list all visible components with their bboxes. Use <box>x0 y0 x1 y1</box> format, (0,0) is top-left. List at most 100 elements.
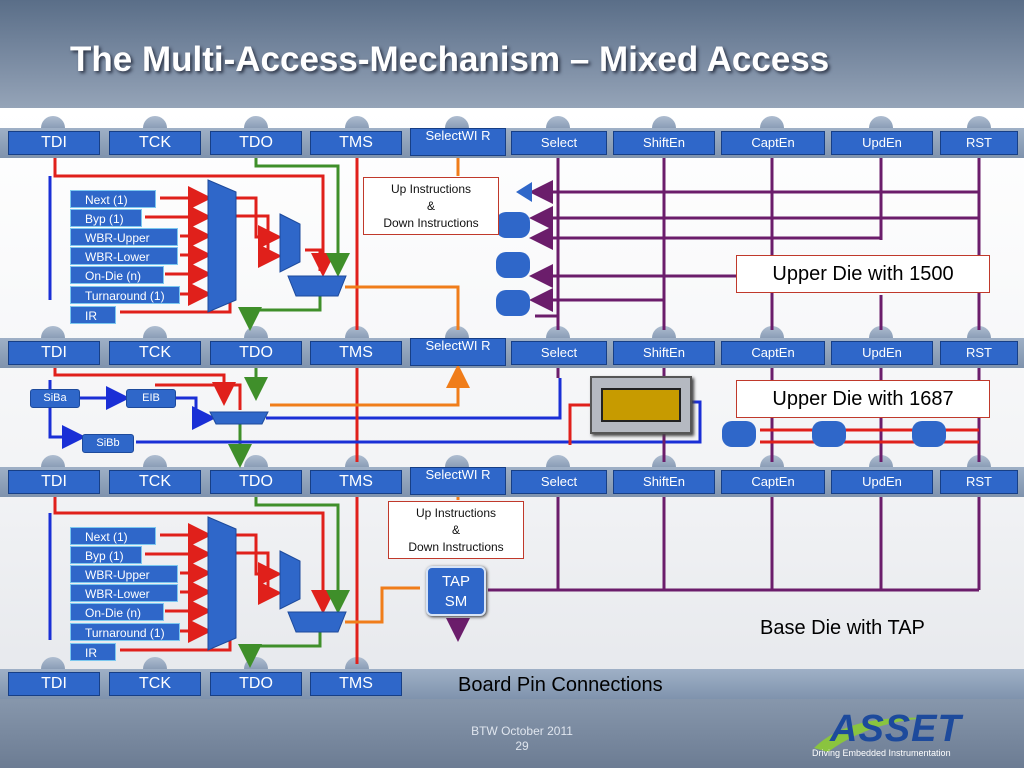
pin-bump <box>143 326 167 338</box>
label-base-die: Base Die with TAP <box>760 617 925 639</box>
register-wbr-upper: WBR-Upper <box>70 565 178 583</box>
register-on-die: On-Die (n) <box>70 603 164 621</box>
pin-bump <box>345 326 369 338</box>
register-next: Next (1) <box>70 527 156 545</box>
signal-rst: RST <box>940 131 1018 155</box>
signal-capten: CaptEn <box>721 341 825 365</box>
asset-logo-icon <box>814 717 928 752</box>
signal-select: Select <box>511 131 607 155</box>
title-band <box>0 0 1024 108</box>
register-ir: IR <box>70 643 116 661</box>
pin-bump <box>445 116 469 128</box>
siba-block: SiBa <box>30 389 80 408</box>
signal-tdi: TDI <box>8 672 100 696</box>
pin-bump <box>143 657 167 669</box>
instructions-note-base: Up Instructions & Down Instructions <box>388 501 524 559</box>
signal-tck: TCK <box>109 672 201 696</box>
register-turnaround: Turnaround (1) <box>70 623 180 641</box>
tap-state-machine: TAP SM <box>426 566 486 616</box>
register-on-die: On-Die (n) <box>70 266 164 284</box>
up-instructions-text: Up Instructions <box>415 506 497 520</box>
register-turnaround: Turnaround (1) <box>70 286 180 304</box>
asset-logo-text: ASSET <box>830 708 962 750</box>
pin-bump <box>41 326 65 338</box>
signal-select: Select <box>511 470 607 494</box>
register-next: Next (1) <box>70 190 156 208</box>
register-byp: Byp (1) <box>70 546 142 564</box>
signal-tdo: TDO <box>210 672 302 696</box>
register-wbr-upper: WBR-Upper <box>70 228 178 246</box>
signal-selectwir: SelectWI R <box>410 338 506 366</box>
signal-capten: CaptEn <box>721 470 825 494</box>
instructions-note-upper: Up Instructions & Down Instructions <box>363 177 499 235</box>
pin-bump <box>244 116 268 128</box>
footer-info: BTW October 2011 29 <box>440 724 604 754</box>
page-number: 29 <box>515 739 529 753</box>
register-wbr-lower: WBR-Lower <box>70 247 178 265</box>
signal-tms: TMS <box>310 131 402 155</box>
instrument-core <box>601 388 681 422</box>
signal-tdo: TDO <box>210 131 302 155</box>
pin-bump <box>345 116 369 128</box>
signal-tdo: TDO <box>210 470 302 494</box>
footer-date: BTW October 2011 <box>471 724 573 738</box>
register-byp: Byp (1) <box>70 209 142 227</box>
signal-capten: CaptEn <box>721 131 825 155</box>
pin-bump <box>967 326 991 338</box>
signal-tms: TMS <box>310 672 402 696</box>
pin-bump <box>41 116 65 128</box>
signal-tms: TMS <box>310 470 402 494</box>
signal-tdi: TDI <box>8 341 100 365</box>
signal-tck: TCK <box>109 131 201 155</box>
pin-bump <box>41 657 65 669</box>
pin-bump <box>652 326 676 338</box>
ampersand-text: & <box>426 199 435 213</box>
pin-bump <box>869 116 893 128</box>
slide-title: The Multi-Access-Mechanism – Mixed Acces… <box>70 40 830 79</box>
pin-bump <box>445 455 469 467</box>
signal-tms: TMS <box>310 341 402 365</box>
signal-upden: UpdEn <box>831 470 933 494</box>
signal-shiften: ShiftEn <box>613 470 715 494</box>
signal-selectwir: SelectWI R <box>410 467 506 495</box>
down-instructions-text: Down Instructions <box>408 540 504 554</box>
signal-selectwir: SelectWI R <box>410 128 506 156</box>
label-upper-die-1500: Upper Die with 1500 <box>736 255 990 293</box>
signal-tck: TCK <box>109 341 201 365</box>
signal-upden: UpdEn <box>831 341 933 365</box>
wire-tdi <box>53 158 335 277</box>
up-instructions-text: Up Instructions <box>390 182 472 196</box>
register-wbr-lower: WBR-Lower <box>70 584 178 602</box>
ampersand-text: & <box>451 523 460 537</box>
pin-bump <box>967 116 991 128</box>
sibb-block: SiBb <box>82 434 134 453</box>
label-board-pins: Board Pin Connections <box>458 674 663 696</box>
signal-rst: RST <box>940 470 1018 494</box>
instrument-block <box>590 376 692 434</box>
pin-bump <box>760 116 784 128</box>
signal-tck: TCK <box>109 470 201 494</box>
pin-bump <box>41 455 65 467</box>
signal-select: Select <box>511 341 607 365</box>
pin-bump <box>652 116 676 128</box>
pin-bump <box>546 116 570 128</box>
pin-bump <box>445 326 469 338</box>
signal-tdo: TDO <box>210 341 302 365</box>
signal-tdi: TDI <box>8 470 100 494</box>
signal-rst: RST <box>940 341 1018 365</box>
asset-logo-tagline: Driving Embedded Instrumentation <box>812 748 951 758</box>
down-instructions-text: Down Instructions <box>383 216 479 230</box>
pin-bump <box>143 116 167 128</box>
pin-bump <box>546 455 570 467</box>
label-upper-die-1687: Upper Die with 1687 <box>736 380 990 418</box>
eib-block: EIB <box>126 389 176 408</box>
register-ir: IR <box>70 306 116 324</box>
signal-upden: UpdEn <box>831 131 933 155</box>
signal-shiften: ShiftEn <box>613 341 715 365</box>
signal-tdi: TDI <box>8 131 100 155</box>
pin-bump <box>143 455 167 467</box>
pin-bump <box>869 326 893 338</box>
signal-shiften: ShiftEn <box>613 131 715 155</box>
sm-label: SM <box>444 593 468 610</box>
